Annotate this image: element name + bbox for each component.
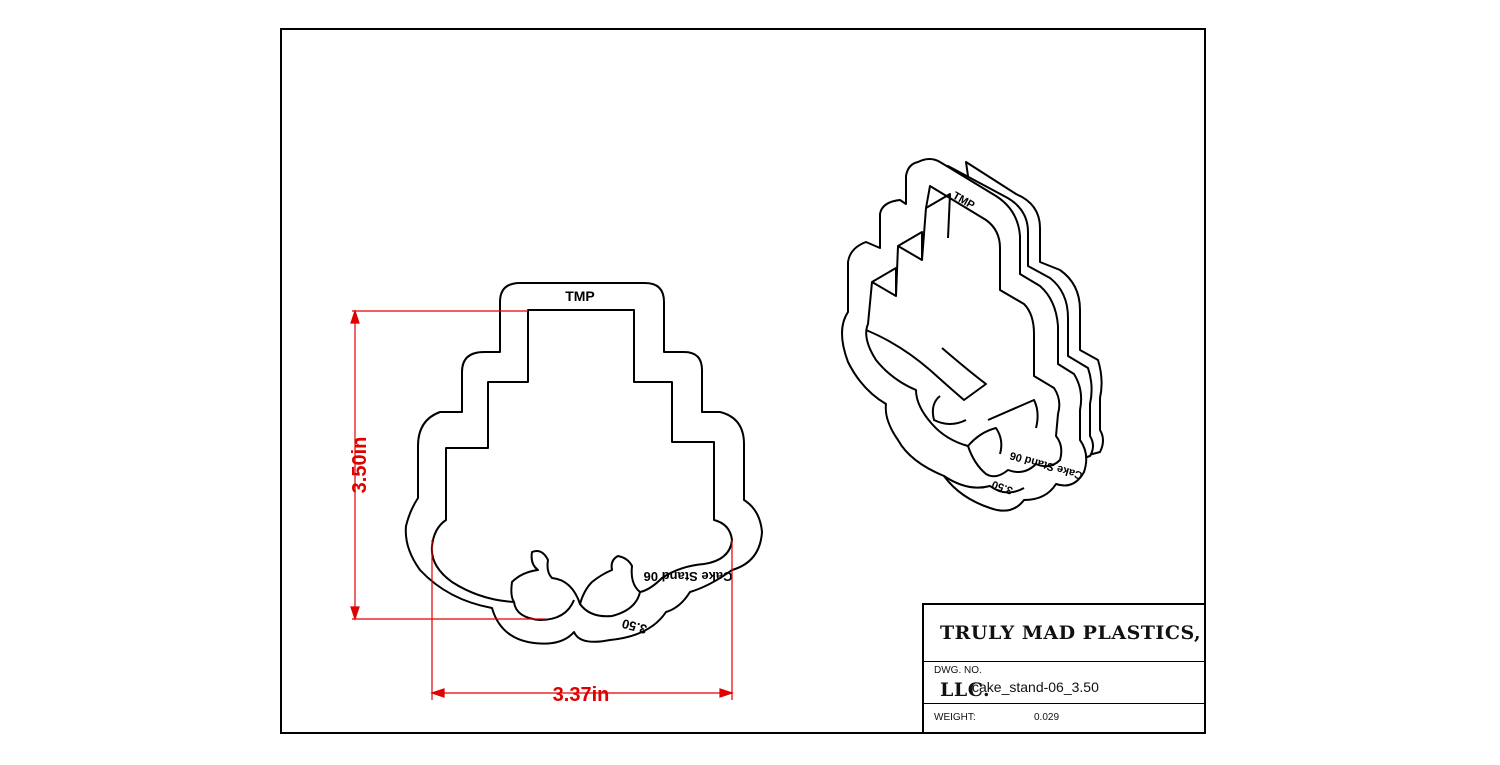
cutter-inner-outline [430,309,733,605]
isometric-view [841,158,1104,512]
width-dimension-label: 3.37in [553,684,610,706]
iso-wall-step-1 [925,193,951,239]
width-arrow-left [430,688,445,698]
height-dimension-label: 3.50in [349,437,371,494]
front-view [404,282,763,645]
embossed-top-text: TMP [565,288,595,304]
cutter-outer-outline [404,282,763,645]
iso-wall-curve-2 [931,395,967,425]
iso-wall-step-2 [897,231,923,260]
iso-wall-curve-3 [987,399,1039,429]
dimension-lines [350,309,734,700]
iso-wall-curve-4 [967,427,1003,455]
height-arrow-top [350,309,360,324]
drawing-number-cell: DWG. NO. cake_stand-06_3.50 [924,662,1204,704]
width-arrow-right [719,688,734,698]
weight-cell: WEIGHT: 0.029 [924,704,1204,732]
drawing-number-value: cake_stand-06_3.50 [972,679,1099,695]
weight-value: 0.029 [1034,712,1060,723]
weight-label: WEIGHT: [934,712,976,723]
iso-front-inner [865,185,1063,478]
iso-scallop-lower [943,475,1025,494]
embossed-size-text: 3.50 [620,616,648,637]
company-name: TRULY MAD PLASTICS, LLC. [924,605,1204,701]
title-block: TRULY MAD PLASTICS, LLC. DWG. NO. cake_s… [922,603,1206,734]
iso-wall-curve-1 [865,329,987,401]
iso-wall-step-3 [871,267,897,296]
embossed-name-text: Cake Stand 06 [644,569,733,584]
cutter-scallop-left [513,599,575,621]
height-arrow-bottom [350,606,360,621]
drawing-number-label: DWG. NO. [934,665,982,676]
cutter-scallop-right [579,591,641,618]
